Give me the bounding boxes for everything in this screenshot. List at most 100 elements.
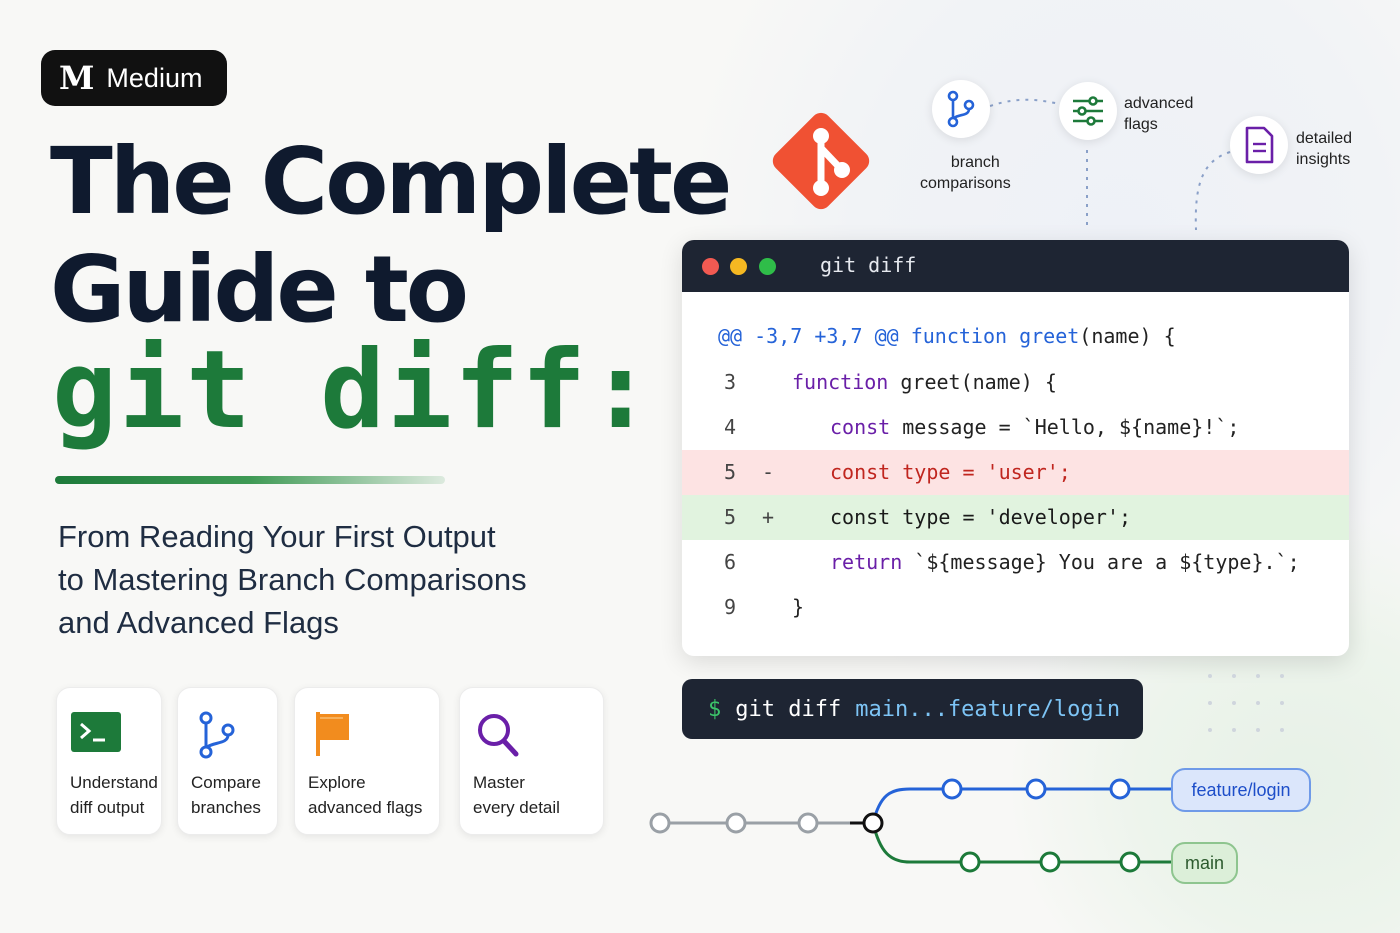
card-label-line-1: Explore [308, 773, 366, 792]
code-keyword: return [830, 550, 903, 574]
card-label-line-1: Understand [70, 773, 158, 792]
line-number: 6 [724, 550, 737, 574]
hunk-rest: (name) { [1079, 324, 1176, 348]
command-name: git diff [735, 696, 842, 722]
feature-commit-node [941, 778, 963, 800]
main-commit-node [1119, 851, 1141, 873]
card-label: Master every detail [473, 770, 560, 820]
git-logo-icon [760, 96, 882, 226]
minimize-dot-icon[interactable] [730, 258, 747, 275]
terminal-title: git diff [820, 253, 917, 277]
subtitle-line-1: From Reading Your First Output [58, 519, 496, 554]
card-explore-flags[interactable]: Explore advanced flags [294, 687, 440, 835]
main-commit-node [1039, 851, 1061, 873]
hunk-marker: @@ [718, 324, 743, 348]
close-dot-icon[interactable] [702, 258, 719, 275]
line-number: 9 [724, 595, 737, 619]
line-number: 5 [724, 505, 737, 529]
hunk-function: greet [1019, 324, 1080, 348]
command-argument: main...feature/login [855, 696, 1121, 722]
line-number: 5 [724, 460, 737, 484]
advanced-flags-label: advanced flags [1124, 93, 1193, 135]
card-label-line-2: diff output [70, 798, 145, 817]
line-number: 4 [724, 415, 737, 439]
commit-node [649, 812, 671, 834]
diff-marker: + [762, 505, 775, 529]
branch-label-feature[interactable]: feature/login [1171, 768, 1311, 812]
card-understand-diff[interactable]: Understand diff output [56, 687, 162, 835]
branch-label-main[interactable]: main [1171, 842, 1238, 884]
code-text: } [792, 595, 805, 619]
code-string: 'user' [986, 460, 1059, 484]
diff-line: 3 function greet(name) { [682, 360, 1349, 405]
card-label-line-2: advanced flags [308, 798, 423, 817]
page-title-line-1: The Complete [50, 128, 732, 235]
code-tail: ; [1119, 505, 1132, 529]
code-text: type = [890, 505, 987, 529]
subtitle-line-2: to Mastering Branch Comparisons [58, 562, 527, 597]
terminal-window: git diff @@ -3,7 +3,7 @@ function greet(… [682, 240, 1349, 656]
code-text: `${message} You are a ${type}.`; [902, 550, 1300, 574]
branch-comparisons-icon [932, 80, 990, 138]
branch-comparisons-label: branch comparisons [920, 152, 1011, 194]
code-text: message = `Hello, ${name}!`; [890, 415, 1240, 439]
card-label: Compare branches [191, 770, 261, 820]
detailed-insights-icon [1230, 116, 1288, 174]
page-title-line-2: Guide to [50, 236, 469, 343]
medium-badge-label: Medium [106, 62, 203, 93]
diff-line: 4 const message = `Hello, ${name}!`; [682, 405, 1349, 450]
diff-line-added: 5 + const type = 'developer'; [682, 495, 1349, 540]
subtitle: From Reading Your First Output to Master… [58, 515, 527, 644]
feature-commit-node [1109, 778, 1131, 800]
line-number: 3 [724, 370, 737, 394]
diff-line-removed: 5 - const type = 'user'; [682, 450, 1349, 495]
card-label-line-2: branches [191, 798, 261, 817]
card-label: Understand diff output [70, 770, 158, 820]
hunk-range: -3,7 +3,7 [754, 324, 863, 348]
card-label: Explore advanced flags [308, 770, 422, 820]
float-label-line-1: detailed [1296, 130, 1353, 147]
hunk-keyword: function [910, 324, 1008, 348]
code-text: type = [890, 460, 987, 484]
card-label-line-1: Master [473, 773, 525, 792]
float-label-line-2: insights [1296, 151, 1351, 168]
hunk-marker: @@ [874, 324, 899, 348]
float-label-line-2: comparisons [920, 175, 1011, 192]
main-commit-node [959, 851, 981, 873]
page-title-code: git diff: [52, 328, 656, 453]
code-text: greet(name) { [888, 370, 1057, 394]
commit-node-merge-base [862, 812, 884, 834]
diff-line: 9 } [682, 585, 1349, 630]
magnifier-icon [474, 710, 526, 758]
code-keyword: const [830, 415, 891, 439]
title-underline [55, 476, 445, 484]
maximize-dot-icon[interactable] [759, 258, 776, 275]
card-label-line-1: Compare [191, 773, 261, 792]
code-keyword: const [830, 505, 891, 529]
medium-logo-icon: M [59, 59, 95, 97]
detailed-insights-label: detailed insights [1296, 128, 1352, 170]
float-label-line-2: flags [1124, 116, 1158, 133]
diff-line: 6 return `${message} You are a ${type}.`… [682, 540, 1349, 585]
feature-commit-node [1025, 778, 1047, 800]
code-keyword: function [792, 370, 889, 394]
advanced-flags-icon [1059, 82, 1117, 140]
prompt-symbol: $ [708, 696, 722, 722]
card-compare-branches[interactable]: Compare branches [177, 687, 278, 835]
commit-node [797, 812, 819, 834]
commit-node [725, 812, 747, 834]
medium-badge[interactable]: M Medium [41, 50, 227, 106]
flag-icon [309, 710, 361, 758]
float-label-line-1: branch [950, 154, 1000, 171]
card-label-line-2: every detail [473, 798, 560, 817]
subtitle-line-3: and Advanced Flags [58, 605, 339, 640]
command-line[interactable]: $ git diff main...feature/login [682, 679, 1143, 739]
branch-icon [192, 710, 244, 759]
card-master-detail[interactable]: Master every detail [459, 687, 604, 835]
float-label-line-1: advanced [1124, 95, 1194, 112]
hunk-header: @@ -3,7 +3,7 @@ function greet(name) { [718, 324, 1176, 348]
terminal-icon [71, 710, 123, 758]
